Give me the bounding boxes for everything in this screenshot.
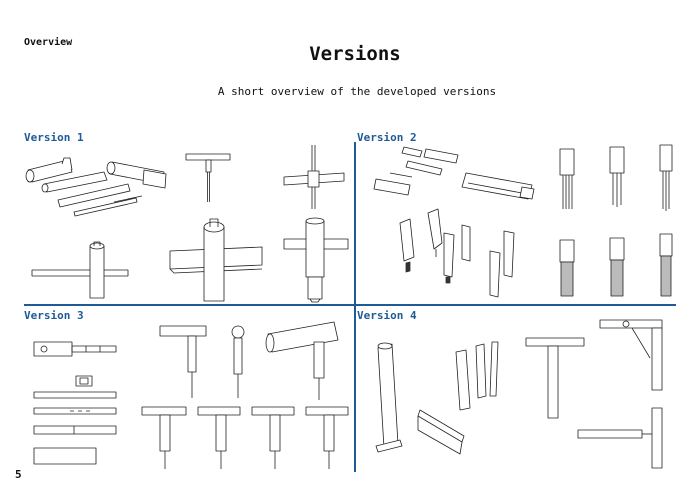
version-4-tool-assembly-sketch	[372, 336, 502, 456]
version-2-parts-exploded-sketch	[372, 143, 552, 208]
version-1-parts-exploded-sketch	[24, 150, 174, 225]
version-1-t-handle-sketch	[184, 152, 234, 207]
vertical-divider	[354, 142, 356, 472]
version-2-pins-sketch	[396, 205, 526, 300]
page-number: 5	[15, 468, 22, 481]
version-1-assembly-small-sketch	[28, 240, 138, 300]
version-1-label: Version 1	[24, 131, 84, 144]
version-1-cross-wrench-sketch	[282, 143, 348, 213]
version-3-screwdrivers-bottom-sketch	[140, 405, 350, 471]
page-subtitle: A short overview of the developed versio…	[0, 85, 700, 98]
horizontal-divider	[24, 304, 676, 306]
version-1-assembly-side-sketch	[282, 217, 352, 302]
version-3-label: Version 3	[24, 309, 84, 322]
version-1-assembly-large-sketch	[166, 217, 266, 302]
version-4-label: Version 4	[357, 309, 417, 322]
version-3-parts-exploded-sketch	[30, 336, 125, 466]
version-4-t-tools-sketch	[522, 318, 672, 470]
page-title: Versions	[0, 43, 700, 65]
version-2-sockets-top-sketch	[556, 145, 676, 213]
version-3-screwdrivers-top-sketch	[158, 322, 348, 402]
version-2-sockets-bottom-sketch	[556, 232, 676, 300]
